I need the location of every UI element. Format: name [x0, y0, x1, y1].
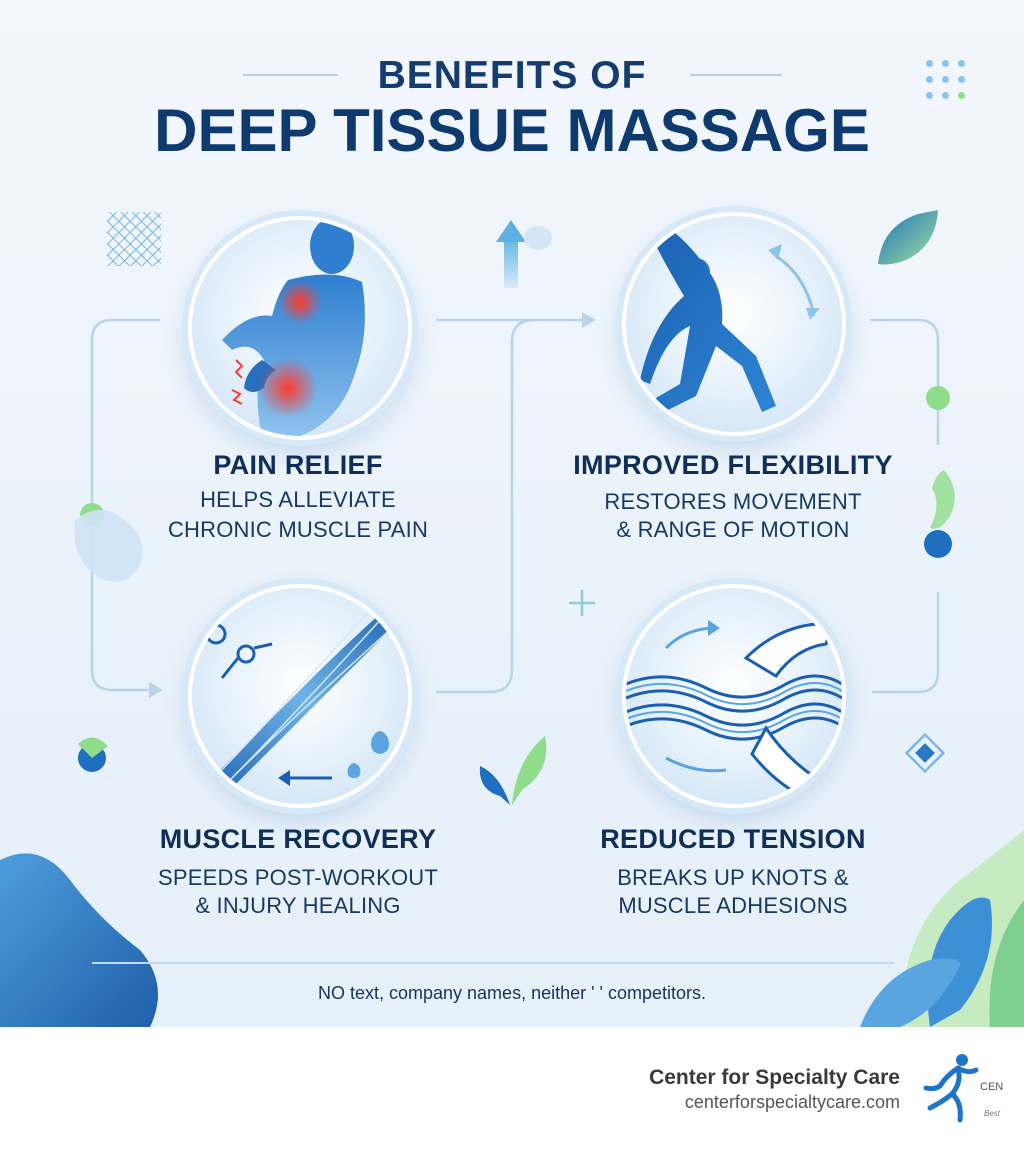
pain-relief-illustration: [188, 216, 412, 440]
benefit-desc-pain-relief-2: CHRONIC MUSCLE PAIN: [167, 517, 429, 542]
benefit-desc-reduced-tension-2: MUSCLE ADHESIONS: [618, 893, 848, 918]
title-right-rule: [690, 74, 782, 76]
benefit-desc-pain-relief-1: HELPS ALLEVIATE: [200, 487, 396, 512]
muscle-recovery-illustration: [188, 584, 412, 808]
stretching-figure-icon: [632, 220, 820, 426]
brand-name: Center for Specialty Care: [649, 1066, 900, 1089]
benefit-title-muscle-recovery: MUSCLE RECOVERY: [159, 824, 437, 854]
reduced-tension-illustration: [622, 584, 846, 808]
back-pain-icon: [222, 220, 365, 436]
benefit-desc-muscle-recovery-2: & INJURY HEALING: [195, 893, 401, 918]
benefit-desc-flexibility-1: RESTORES MOVEMENT: [604, 489, 862, 514]
benefit-desc-flexibility-2: & RANGE OF MOTION: [616, 517, 850, 542]
page-title: DEEP TISSUE MASSAGE: [154, 97, 870, 164]
runner-logo-icon: CEN Best: [923, 1054, 1003, 1123]
benefit-desc-reduced-tension-1: BREAKS UP KNOTS &: [617, 865, 849, 890]
logo-tagline-partial: Best: [984, 1109, 1001, 1118]
flexibility-illustration: [622, 212, 846, 436]
benefit-title-pain-relief: PAIN RELIEF: [213, 450, 383, 480]
title-left-rule: [243, 74, 338, 76]
brand-url[interactable]: centerforspecialtycare.com: [684, 1092, 900, 1112]
brand-logo: CEN Best: [918, 1050, 1024, 1130]
dot-grid-decoration: [926, 60, 970, 104]
benefit-title-reduced-tension: REDUCED TENSION: [600, 824, 866, 854]
title-line-1: BENEFITS OF: [377, 54, 647, 97]
muscle-fibers-icon: [202, 598, 408, 804]
benefit-title-improved-flexibility: IMPROVED FLEXIBILITY: [573, 450, 893, 480]
hands-massaging-icon: [626, 620, 842, 800]
benefit-desc-muscle-recovery-1: SPEEDS POST-WORKOUT: [157, 865, 439, 890]
infographic-poster: BENEFITS OF DEEP TISSUE MASSAGE: [0, 0, 1024, 1027]
footer-note: NO text, company names, neither ' ' comp…: [317, 983, 707, 1003]
logo-partial-text: CEN: [980, 1081, 1003, 1093]
connector-lines: [0, 210, 1024, 1027]
